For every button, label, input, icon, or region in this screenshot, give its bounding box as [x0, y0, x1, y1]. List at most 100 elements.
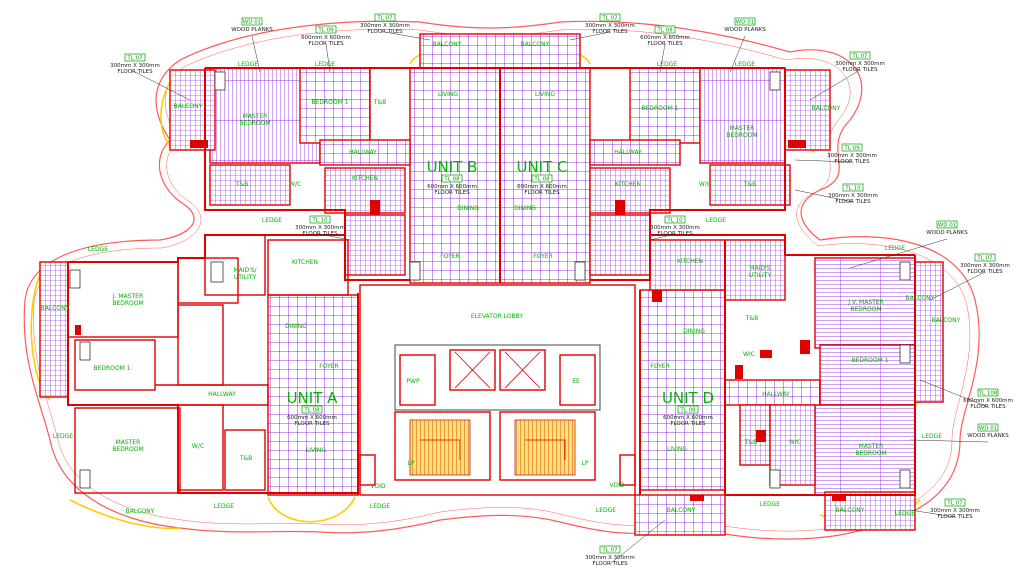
callout-line2: FLOOR TILES [647, 41, 683, 47]
room-label: T&B [744, 439, 757, 446]
callout-line2: FLOOR TILES [308, 41, 344, 47]
room-label: BALCONY [906, 295, 935, 302]
callout-leader [659, 43, 666, 73]
callout-tag: WD 01 [979, 425, 997, 431]
callout-tag: TL 08 [317, 27, 334, 33]
callout-line1: 300mm X 300mm [110, 63, 160, 69]
room-label: BEDROOM 1 [311, 99, 348, 106]
room-label: VOID [609, 482, 624, 489]
callout-tag: TL 07 [376, 15, 393, 21]
callout-leader [919, 379, 989, 408]
room-label: BEDROOM 1 [641, 105, 678, 112]
room-label: VOID [370, 483, 385, 490]
callout-line1: 300mm X 300mm [585, 555, 635, 561]
room-label: HALLWAY [208, 391, 236, 398]
room-label: T&B [743, 181, 756, 188]
callout-tag: WD 01 [243, 19, 261, 25]
room-label: FOYER [650, 363, 669, 370]
callout-line2: FLOOR TILES [967, 269, 1003, 275]
callout-tag-box [374, 13, 396, 22]
room-label: LP [408, 460, 415, 467]
callout-line1: 600mm X 600mm [963, 398, 1013, 404]
room-label: WIC [743, 351, 755, 358]
unit-tile-size: 600mm X 600mm [663, 415, 713, 421]
room-label: BALCONY [41, 305, 70, 312]
callout-leader [251, 35, 261, 73]
room-label: W/C [289, 181, 301, 188]
room-label: DINING [285, 323, 307, 330]
core [359, 284, 636, 496]
callout-tag-box [977, 388, 999, 397]
room-label: T&B [373, 99, 386, 106]
callout-line1: 300mm X 300mm [828, 193, 878, 199]
callout-line2: FLOOR TILES [835, 199, 871, 205]
room-label: FOYER [533, 253, 552, 260]
room-label: DINING [683, 328, 705, 335]
callout-line1: WOOD PLANKS [231, 27, 273, 33]
callout-line1: 300mm X 300mm [930, 508, 980, 514]
room-label: LIVING [667, 446, 687, 453]
unit-name: UNIT B [427, 158, 478, 176]
room-label: T&B [745, 315, 758, 322]
room-label: LIVING [535, 91, 555, 98]
callout-tag-box [241, 17, 263, 26]
room-label: LEDGE [88, 246, 108, 253]
callout-tag-box [599, 545, 621, 554]
callout-line1: 300mm X 300mm [585, 23, 635, 29]
callout-line1: 600mm X 600mm [640, 35, 690, 41]
unit-tile-type: FLOOR TILES [670, 421, 706, 427]
callout-tag-box [664, 215, 686, 224]
callout-tag: TL 07 [851, 53, 868, 59]
callout-line2: FLOOR TILES [302, 231, 338, 237]
room-label: LEDGE [706, 217, 726, 224]
callout-line2: FLOOR TILES [657, 231, 693, 237]
callout-line1: 300mm X 300mm [960, 263, 1010, 269]
room-label: W/C [699, 181, 711, 188]
unit-tile-size: 600mm X 600mm [287, 415, 337, 421]
callout-tag-box [842, 183, 864, 192]
callout-line2: FLOOR TILES [842, 67, 878, 73]
callout-leader [794, 159, 853, 163]
callout-tag-box [315, 25, 337, 34]
callout-line2: FLOOR TILES [592, 29, 628, 35]
room-label: PWP [406, 378, 420, 385]
fixtures [75, 140, 846, 501]
room-label: HALLWAY [349, 149, 377, 156]
callout-leader [809, 69, 861, 101]
callout-tag: TL 07 [601, 15, 618, 21]
callout-line1: 300mm X 300mm [650, 225, 700, 231]
room-label: LEDGE [315, 61, 335, 68]
room-label: LP [582, 460, 589, 467]
room-label: LIVING [306, 447, 326, 454]
room-label: ELEVATOR LOBBY [471, 313, 524, 320]
callout-tag: TL 08 [656, 27, 673, 33]
room-label: KITCHEN [615, 181, 641, 188]
callout-leader [794, 189, 854, 203]
callout-tag: TL 10 [311, 217, 328, 223]
room-label: T&B [235, 181, 248, 188]
room-label: KITCHEN [677, 258, 703, 265]
room-label: FOYER [440, 253, 459, 260]
room-label: DINING [457, 205, 479, 212]
callout-line1: WOOD PLANKS [724, 27, 766, 33]
room-label: FOYER [319, 363, 338, 370]
callout-line2: FLOOR TILES [117, 69, 153, 75]
room-label: BALCONY [433, 41, 462, 48]
callout-tag: WD 01 [736, 19, 754, 25]
callout-tag-box [944, 498, 966, 507]
room-label: LEDGE [53, 433, 73, 440]
callout-line1: 300mm X 300mm [295, 225, 345, 231]
unit-tag: TL 08 [533, 177, 550, 183]
callout-line2: FLOOR TILES [592, 561, 628, 567]
callout-tag-box [841, 143, 863, 152]
walls [67, 67, 916, 496]
room-label: T&B [239, 455, 252, 462]
room-label: BEDROOM 1 [93, 365, 130, 372]
room-label: KITCHEN [352, 175, 378, 182]
callout-tag: TL 07 [946, 500, 963, 506]
unit-name: UNIT C [516, 158, 567, 176]
